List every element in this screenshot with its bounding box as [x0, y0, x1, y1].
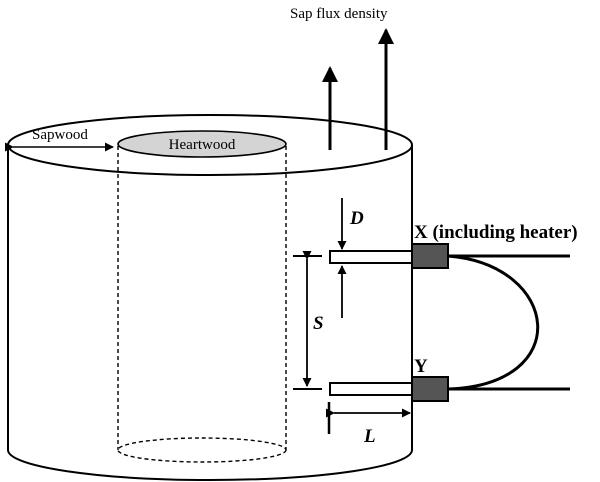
- dimension-d: D: [337, 198, 364, 318]
- probe-x-needle: [329, 250, 413, 264]
- probe-x-body: [411, 243, 449, 269]
- sapwood-indicator: Sapwood: [5, 127, 114, 152]
- sap-flux-arrows: Sap flux density: [290, 6, 394, 150]
- heartwood-core: Heartwood: [117, 130, 287, 463]
- dimension-s: S: [293, 251, 324, 390]
- dimension-l-label: L: [363, 426, 376, 447]
- probe-y: Y: [329, 356, 570, 402]
- heartwood-label: Heartwood: [169, 137, 236, 153]
- sap-flux-label: Sap flux density: [290, 6, 388, 22]
- probe-connecting-cable: [447, 254, 540, 391]
- dimension-l: L: [326, 402, 411, 447]
- probe-y-label: Y: [414, 356, 428, 377]
- probe-y-body: [411, 376, 449, 402]
- probe-x-label: X (including heater): [414, 222, 578, 243]
- trunk-body-outline: [7, 145, 413, 481]
- trunk-cylinder: [7, 114, 413, 481]
- probe-y-needle: [329, 382, 413, 396]
- heartwood-bottom-ellipse: [117, 437, 287, 463]
- probe-x: X (including heater): [329, 222, 578, 269]
- dimension-s-label: S: [313, 313, 324, 334]
- heartwood-top-ellipse: [117, 130, 287, 158]
- dimension-d-label: D: [349, 208, 364, 229]
- sapwood-label: Sapwood: [32, 127, 88, 143]
